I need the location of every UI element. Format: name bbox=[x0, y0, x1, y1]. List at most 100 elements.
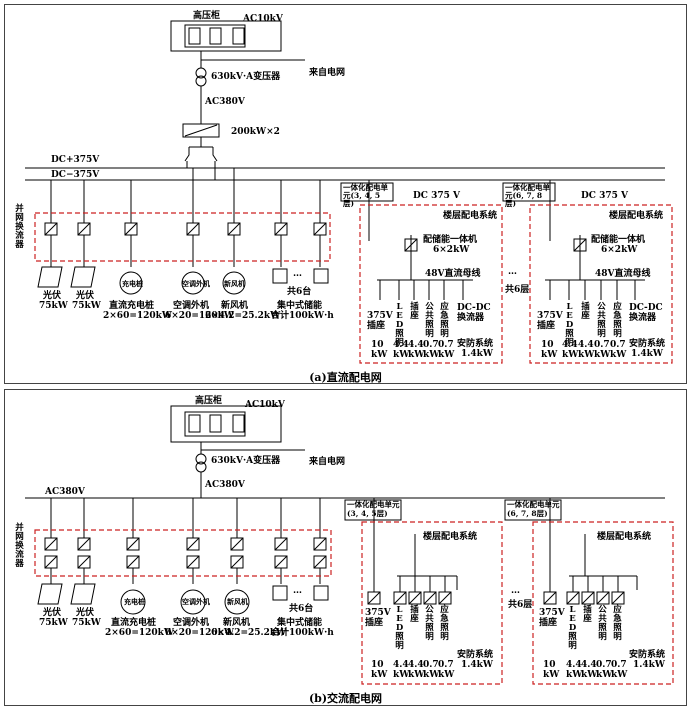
unit-b2-load-0: 375V插座 bbox=[539, 608, 565, 628]
unit-a1-security-power: 1.4kW bbox=[461, 349, 494, 359]
panel-ac-grid: 高压柜 AC10kV 630kV·A变压器 来自电网 AC380V AC380V… bbox=[4, 389, 687, 706]
fresh-air-rating: 6×4.2=25.2kW bbox=[205, 311, 281, 321]
unit-b2-load-4: 应急照明 bbox=[613, 605, 622, 642]
floors-a: 共6层 bbox=[505, 285, 530, 295]
unit-b1-load-1: LED照明 bbox=[395, 605, 404, 651]
unit-a2-security-power: 1.4kW bbox=[631, 349, 664, 359]
charger-rating: 2×60=120kW bbox=[103, 311, 172, 321]
unit-a1-dc: DC 375 V bbox=[413, 191, 461, 201]
fresh-air-desc: 新风机 bbox=[221, 301, 249, 311]
panel-dc-grid: 高压柜 AC10kV 630kV·A变压器 来自电网 AC380V 200kW×… bbox=[4, 4, 687, 384]
storage-desc-b: 集中式储能 bbox=[277, 618, 323, 628]
unit-a2-load-1: LED照明 bbox=[565, 302, 574, 348]
unit-a1-power-3: 0.7 kW bbox=[423, 340, 440, 360]
unit-b1-power-3: 0.7 kW bbox=[423, 660, 440, 680]
unit-a2-bus48: 48V直流母线 bbox=[595, 269, 651, 279]
ac10kv-label-b: AC10kV bbox=[245, 400, 285, 410]
unit-b2-power-3: 0.7 kW bbox=[596, 660, 613, 680]
unit-a1-load-3: 公共照明 bbox=[425, 302, 434, 339]
charger-desc-b: 直流充电桩 bbox=[111, 618, 157, 628]
floors-ellipsis-b: … bbox=[511, 586, 520, 596]
ac-unit-rating: 6×20=120kW bbox=[165, 311, 234, 321]
unit-a1-load-4: 应急照明 bbox=[440, 302, 449, 339]
fresh-air-desc-b: 新风机 bbox=[223, 618, 251, 628]
unit-b1-title: 一体化配电单元(3, 4, 5层) bbox=[347, 500, 400, 518]
unit-a1-system: 楼层配电系统 bbox=[443, 211, 498, 221]
unit-a2-power-4: 0.7 kW bbox=[610, 340, 627, 360]
unit-b1-power-4: 0.7 kW bbox=[438, 660, 455, 680]
unit-b1-security-power: 1.4kW bbox=[461, 660, 494, 670]
unit-a2-power-1: 4.4 kW bbox=[562, 340, 579, 360]
pv1-label-b: 光伏 bbox=[43, 608, 62, 618]
grid-source-label-b: 来自电网 bbox=[309, 457, 346, 467]
ac380v-label-b: AC380V bbox=[205, 480, 245, 490]
unit-b2-system: 楼层配电系统 bbox=[597, 532, 652, 542]
charger-rating-b: 2×60=120kW bbox=[105, 628, 174, 638]
ac-unit-symbol-label-b: 空调外机 bbox=[182, 597, 210, 606]
unit-b2-power-1: 4.4 kW bbox=[566, 660, 583, 680]
unit-a1-bus48: 48V直流母线 bbox=[425, 269, 481, 279]
panel-b-wiring bbox=[25, 405, 674, 685]
transformer-label-b: 630kV·A变压器 bbox=[211, 456, 281, 466]
unit-a1-title: 一体化配电单元(3, 4, 5层) bbox=[343, 183, 388, 208]
unit-a2-dc: DC 375 V bbox=[581, 191, 629, 201]
ac-unit-symbol-label: 空调外机 bbox=[182, 279, 210, 288]
hv-cabinet-label: 高压柜 bbox=[193, 11, 221, 21]
unit-b2-power-4: 0.7 kW bbox=[611, 660, 628, 680]
fresh-air-symbol-label-b: 新风机 bbox=[227, 597, 248, 606]
unit-b2-power-2: 4.4 kW bbox=[581, 660, 598, 680]
ac10kv-label: AC10kV bbox=[243, 14, 283, 24]
unit-b1-system: 楼层配电系统 bbox=[423, 532, 478, 542]
unit-a1-dist-rating: 6×2kW bbox=[433, 245, 470, 255]
unit-a1-power-4: 0.7 kW bbox=[438, 340, 455, 360]
unit-b2-title: 一体化配电单元(6, 7, 8层) bbox=[507, 500, 560, 518]
fresh-air-rating-b: 6×4.2=25.2kW bbox=[211, 628, 287, 638]
storage-ellipsis: … bbox=[293, 269, 302, 279]
unit-a1-power-1: 4.4 kW bbox=[393, 340, 410, 360]
caption-b: (b)交流配电网 bbox=[308, 692, 383, 705]
grid-inverter-label-b: 并网换流器 bbox=[15, 523, 24, 569]
unit-a2-system: 楼层配电系统 bbox=[609, 211, 664, 221]
unit-a1-security: 安防系统 bbox=[457, 339, 494, 349]
unit-a1-dist: 配储能一体机 bbox=[423, 235, 478, 245]
unit-b2-box bbox=[532, 521, 674, 685]
storage-count-b: 共6台 bbox=[289, 604, 314, 614]
storage-ellipsis-b: … bbox=[293, 586, 302, 596]
ac380v-bus-label: AC380V bbox=[45, 487, 85, 497]
converter-rating-label: 200kW×2 bbox=[231, 127, 280, 137]
unit-a2-load-4: 应急照明 bbox=[613, 302, 622, 339]
unit-b1-security: 安防系统 bbox=[457, 650, 494, 660]
hv-cabinet-label-b: 高压柜 bbox=[195, 396, 223, 406]
charger-symbol-label-b: 充电桩 bbox=[124, 597, 145, 606]
storage-count: 共6台 bbox=[287, 287, 312, 297]
charger-desc: 直流充电桩 bbox=[109, 301, 155, 311]
grid-source-label: 来自电网 bbox=[309, 68, 346, 78]
pv1-rating-b: 75kW bbox=[39, 618, 68, 628]
unit-b1-power-1: 4.4 kW bbox=[393, 660, 410, 680]
unit-a1-box bbox=[359, 204, 503, 364]
unit-a2-load-2: 插座 bbox=[581, 302, 590, 321]
storage-rating: 合计100kW·h bbox=[271, 311, 334, 321]
unit-a1-power-2: 4.4 kW bbox=[408, 340, 425, 360]
unit-b2-load-3: 公共照明 bbox=[598, 605, 607, 642]
unit-b1-power-0: 10 kW bbox=[371, 660, 388, 680]
unit-b1-load-3: 公共照明 bbox=[425, 605, 434, 642]
pv1-rating: 75kW bbox=[39, 301, 68, 311]
panel-a-wiring bbox=[25, 20, 673, 364]
caption-a: (a)直流配电网 bbox=[309, 371, 382, 384]
fresh-air-symbol-label: 新风机 bbox=[224, 279, 245, 288]
unit-a1-load-5: DC-DC换流器 bbox=[457, 303, 491, 323]
unit-b1-box bbox=[361, 521, 503, 685]
floors-ellipsis-a: … bbox=[508, 267, 517, 277]
unit-a2-power-0: 10 kW bbox=[541, 340, 558, 360]
unit-a2-power-3: 0.7 kW bbox=[594, 340, 611, 360]
unit-b1-load-2: 插座 bbox=[410, 605, 419, 624]
charger-symbol-label: 充电桩 bbox=[122, 279, 143, 288]
unit-b1-power-2: 4.4 kW bbox=[408, 660, 425, 680]
unit-b2-load-1: LED照明 bbox=[568, 605, 577, 651]
unit-a2-power-2: 4.4 kW bbox=[578, 340, 595, 360]
inverter-group-box-b bbox=[34, 529, 332, 577]
dc-neg-label: DC−375V bbox=[51, 170, 100, 180]
ac-unit-rating-b: 6×20=120kW bbox=[165, 628, 234, 638]
